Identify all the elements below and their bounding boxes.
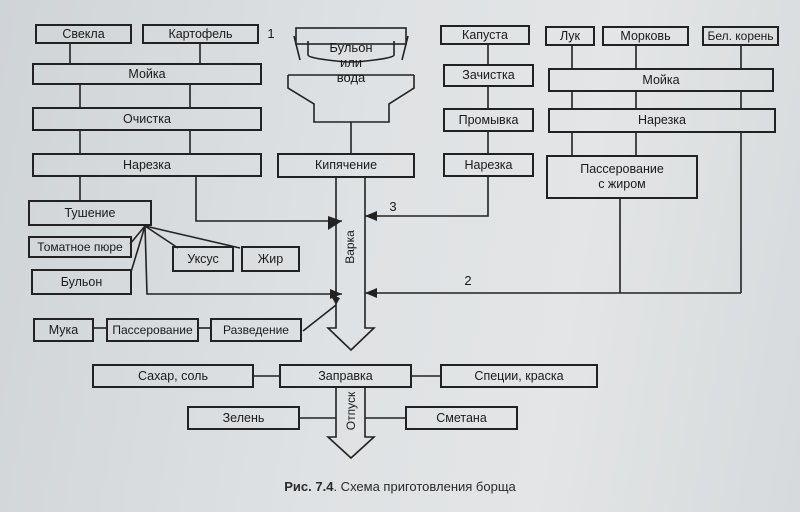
clean-box: Зачистка [443, 64, 534, 87]
label-number-3: 3 [389, 199, 397, 214]
carrot-box: Морковь [602, 26, 689, 46]
caption-prefix: Рис. 7.4 [284, 479, 334, 494]
saute-fat-line-2: с жиром [598, 177, 646, 191]
saute-fat-box: Пассерование с жиром [546, 155, 698, 199]
wash-right-label: Мойка [642, 72, 680, 87]
onion-box: Лук [545, 26, 595, 46]
flour-box: Мука [33, 318, 94, 342]
dressing-box: Заправка [279, 364, 412, 388]
cooking-label: Варка [343, 230, 357, 264]
cut-cabbage-label: Нарезка [464, 157, 513, 172]
greens-box: Зелень [187, 406, 300, 430]
vinegar-label: Уксус [187, 251, 219, 266]
wash-left-box: Мойка [32, 63, 262, 85]
flour-label: Мука [48, 322, 79, 337]
pot-line-3: вода [336, 70, 366, 85]
peel-box: Очистка [32, 107, 262, 131]
cut-left-box: Нарезка [32, 153, 262, 177]
serving-label: Отпуск [344, 391, 358, 431]
fat-label: Жир [257, 251, 284, 266]
stew-label: Тушение [64, 205, 116, 220]
dressing-label: Заправка [318, 368, 373, 383]
broth-small-label: Бульон [60, 274, 103, 289]
cabbage-box: Капуста [440, 25, 530, 45]
pot-line-2: или [339, 55, 363, 70]
spices-label: Специи, краска [474, 368, 564, 383]
peel-label: Очистка [123, 111, 171, 126]
onion-label: Лук [559, 28, 581, 43]
label-number-1: 1 [267, 26, 275, 41]
label-number-2: 2 [464, 273, 472, 288]
saute-fat-line-1: Пассерование [580, 162, 664, 176]
caption-text: . Схема приготовления борща [333, 479, 516, 494]
greens-label: Зелень [222, 410, 265, 425]
rinse-label: Промывка [458, 112, 519, 127]
sugar-salt-label: Сахар, соль [138, 368, 208, 383]
spices-box: Специи, краска [440, 364, 598, 388]
sugar-salt-box: Сахар, соль [92, 364, 254, 388]
saute-label: Пассерование [112, 322, 193, 337]
pot-line-1: Бульон [329, 40, 373, 55]
boiling-label: Кипячение [314, 158, 378, 172]
root-label: Бел. корень [707, 28, 774, 43]
stew-box: Тушение [28, 200, 152, 226]
cut-right-label: Нарезка [637, 113, 687, 127]
rinse-box: Промывка [443, 108, 534, 132]
cut-right-box: Нарезка [548, 108, 776, 133]
cut-left-label: Нарезка [122, 157, 172, 172]
cabbage-label: Капуста [462, 27, 508, 42]
vinegar-box: Уксус [172, 246, 234, 272]
potato-box: Картофель [142, 24, 259, 44]
pot-text: Бульон или вода [310, 40, 392, 85]
carrot-label: Морковь [620, 28, 671, 43]
tomato-label: Томатное пюре [37, 239, 123, 254]
wash-right-box: Мойка [548, 68, 774, 92]
figure-caption: Рис. 7.4. Схема приготовления борща [0, 479, 800, 494]
beet-box: Свекла [35, 24, 132, 44]
clean-label: Зачистка [462, 68, 515, 82]
dilution-box: Разведение [210, 318, 302, 342]
saute-box: Пассерование [106, 318, 199, 342]
potato-label: Картофель [168, 26, 233, 41]
dilution-label: Разведение [223, 322, 289, 337]
root-box: Бел. корень [702, 26, 779, 46]
broth-small-box: Бульон [31, 269, 132, 295]
tomato-box: Томатное пюре [28, 236, 132, 258]
fat-box: Жир [241, 246, 300, 272]
wash-left-label: Мойка [128, 66, 166, 81]
sour-cream-label: Сметана [436, 410, 487, 425]
beet-label: Свекла [62, 26, 105, 41]
boiling-box: Кипячение [277, 153, 415, 178]
cut-cabbage-box: Нарезка [443, 153, 534, 177]
sour-cream-box: Сметана [405, 406, 518, 430]
